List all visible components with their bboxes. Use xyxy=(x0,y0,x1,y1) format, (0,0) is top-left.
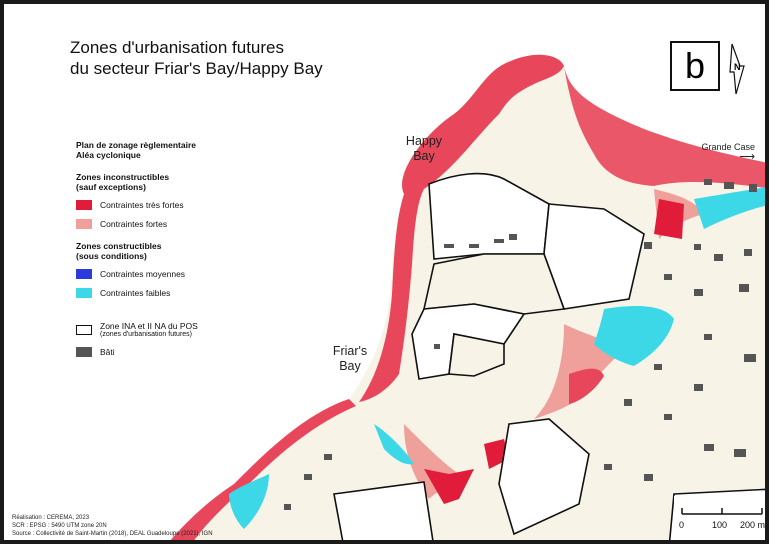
label-grande-case-text: Grande Case xyxy=(701,142,755,152)
label-friars-bay: Friar's Bay xyxy=(322,344,378,374)
credits-line3: Source : Collectivité de Saint-Martin (2… xyxy=(12,531,213,537)
credits-line2: SCR : EPSG : 5490 UTM zone 20N xyxy=(12,523,107,529)
label-happy-bay-2: Bay xyxy=(413,149,435,163)
building xyxy=(644,474,653,481)
map-canvas xyxy=(170,54,765,540)
arrow-right-icon: ⟶ xyxy=(739,151,755,163)
building xyxy=(644,242,652,249)
zone-very-strong-1 xyxy=(654,199,684,239)
building xyxy=(664,274,672,280)
legend-group1-2: (sauf exceptions) xyxy=(76,182,146,192)
legend-item-medium: Contraintes moyennes xyxy=(76,268,266,280)
map-title-line2: du secteur Friar's Bay/Happy Bay xyxy=(70,59,323,78)
zone-very-strong-4 xyxy=(569,368,604,404)
building xyxy=(734,449,746,457)
scale-label-0: 0 xyxy=(679,520,685,530)
building xyxy=(704,334,712,340)
building xyxy=(604,464,612,470)
building xyxy=(749,184,757,192)
zone-weak-1 xyxy=(594,306,674,366)
legend-label-strong: Contraintes fortes xyxy=(100,219,168,229)
building xyxy=(469,244,479,248)
building xyxy=(704,444,714,451)
building xyxy=(694,244,701,250)
building xyxy=(434,344,440,349)
building xyxy=(744,354,756,362)
building xyxy=(704,179,712,185)
map-title: Zones d'urbanisation futures du secteur … xyxy=(70,37,323,79)
scale-label-200: 200 m xyxy=(740,520,766,530)
north-arrow-icon: N xyxy=(726,42,750,96)
legend-label-zone-2: (zones d'urbanisation futures) xyxy=(100,331,192,338)
zone-weak-4 xyxy=(374,424,414,465)
building xyxy=(304,474,312,480)
zone-ina-3 xyxy=(422,253,566,315)
building xyxy=(324,454,332,460)
legend-swatch-medium xyxy=(76,269,92,279)
legend-group1-1: Zones inconstructibles xyxy=(76,172,170,182)
credits-line1: Réalisation : CEREMA, 2023 xyxy=(12,515,90,521)
coast-very-strong xyxy=(359,54,564,402)
label-grande-case: Grande Case ⟶ xyxy=(701,142,755,163)
legend-swatch-strong xyxy=(76,219,92,229)
building xyxy=(284,504,291,510)
scale-bar: 0 100 200 m xyxy=(674,496,766,540)
legend-heading-2: Aléa cyclonique xyxy=(76,150,141,160)
zone-ina-6 xyxy=(498,418,590,536)
credits: Réalisation : CEREMA, 2023 SCR : EPSG : … xyxy=(12,514,213,538)
label-friars-bay-2: Bay xyxy=(339,359,361,373)
legend-item-very-strong: Contraintes très fortes xyxy=(76,199,266,211)
legend-swatch-weak xyxy=(76,288,92,298)
zone-weak-3 xyxy=(229,474,269,529)
legend-item-strong: Contraintes fortes xyxy=(76,218,266,230)
zone-weak-2 xyxy=(694,187,765,229)
zone-ina-7 xyxy=(333,481,434,540)
legend-item-weak: Contraintes faibles xyxy=(76,287,266,299)
label-friars-bay-1: Friar's xyxy=(332,344,368,358)
scale-label-100: 100 xyxy=(712,520,728,530)
zone-very-strong-2 xyxy=(424,469,474,504)
legend-heading-1: Plan de zonage règlementaire xyxy=(76,140,196,150)
zone-ina-5 xyxy=(448,333,505,377)
legend: Plan de zonage règlementaire Aléa cyclon… xyxy=(76,140,266,365)
building xyxy=(444,244,454,248)
building xyxy=(694,384,703,391)
legend-item-bati: Bâti xyxy=(76,346,266,358)
building xyxy=(509,234,517,240)
legend-group2-2: (sous conditions) xyxy=(76,251,147,261)
legend-swatch-zone xyxy=(76,325,92,335)
building xyxy=(724,182,734,189)
building xyxy=(744,249,752,256)
map-title-line1: Zones d'urbanisation futures xyxy=(70,38,284,57)
bati-buildings xyxy=(284,179,757,510)
legend-swatch-very-strong xyxy=(76,200,92,210)
building xyxy=(654,364,662,370)
label-happy-bay: Happy Bay xyxy=(396,134,452,164)
legend-swatch-bati xyxy=(76,347,92,357)
legend-label-zone-1: Zone INA et II NA du POS xyxy=(100,321,198,331)
building xyxy=(739,284,749,292)
building xyxy=(494,239,504,243)
building xyxy=(714,254,723,261)
coast-right-very-strong xyxy=(564,66,765,188)
legend-label-very-strong: Contraintes très fortes xyxy=(100,200,184,210)
north-label: N xyxy=(734,62,741,72)
building xyxy=(664,414,672,420)
panel-letter: b xyxy=(670,41,720,91)
legend-label-medium: Contraintes moyennes xyxy=(100,269,186,279)
label-happy-bay-1: Happy xyxy=(405,134,443,148)
legend-label-weak: Contraintes faibles xyxy=(100,288,171,298)
legend-group2-1: Zones constructibles xyxy=(76,241,162,251)
legend-item-zone: Zone INA et II NA du POS (zones d'urbani… xyxy=(76,321,266,339)
building xyxy=(694,289,703,296)
building xyxy=(624,399,632,406)
coast-left-very-strong xyxy=(170,399,356,540)
legend-label-bati: Bâti xyxy=(100,347,115,357)
